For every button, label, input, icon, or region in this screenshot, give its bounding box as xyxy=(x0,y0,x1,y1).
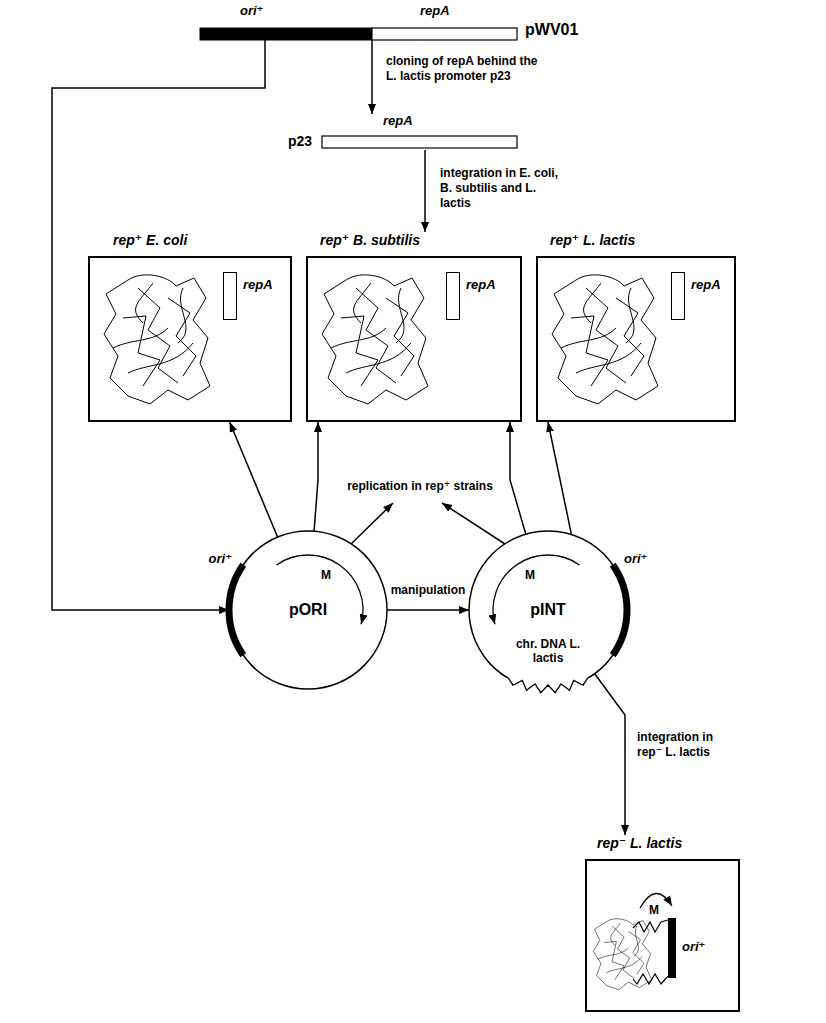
node-label: repA xyxy=(466,278,496,293)
gene-box: repA xyxy=(446,272,502,320)
plasmid-ring xyxy=(229,531,387,689)
connector-arrow xyxy=(52,40,265,610)
connector-arrow xyxy=(371,40,373,114)
marker-arrow xyxy=(276,555,363,624)
node-label: p23 xyxy=(288,133,312,149)
node-label: ori⁺ xyxy=(624,552,647,567)
gene-box: repA xyxy=(671,272,727,320)
node-label: M xyxy=(649,904,659,918)
ori-segment xyxy=(668,918,676,978)
node-label: repA xyxy=(243,278,273,293)
edge-label: cloning of repA behind the L. lactis pro… xyxy=(386,54,546,84)
chromosome-junction xyxy=(633,920,668,932)
connector-arrow xyxy=(387,609,469,611)
node-label: ori⁺ xyxy=(209,552,232,567)
ori-segment xyxy=(613,565,627,656)
ori-segment xyxy=(229,565,243,656)
node-label: rep⁺ E. coli xyxy=(113,232,187,248)
node-label: pWV01 xyxy=(525,21,578,39)
chromosomal-insert xyxy=(509,678,588,692)
ori-segment xyxy=(200,28,372,40)
box-outline xyxy=(585,859,740,1012)
repA-segment xyxy=(322,136,517,148)
node-label: M xyxy=(321,569,331,583)
pointer-arrow xyxy=(351,503,393,544)
connector-arrow xyxy=(230,422,278,537)
strain-box: rep⁺ B. subtilis repA xyxy=(306,232,522,422)
note-label: replication in rep⁺ strains xyxy=(347,479,493,494)
gene-box: repA xyxy=(223,272,279,320)
pointer-arrow xyxy=(442,503,505,544)
node-label: pINT xyxy=(530,601,566,619)
node-label: repA xyxy=(420,4,450,19)
strain-box: rep⁺ E. coli repA xyxy=(88,232,292,422)
marker-arrow xyxy=(493,555,580,624)
connector-arrow xyxy=(595,674,625,835)
node-label: ori⁺ xyxy=(682,940,705,955)
node-label: rep⁻ L. lactis xyxy=(597,835,682,851)
plasmid-circle: pINTMori⁺chr. DNA L. lactis xyxy=(468,530,628,690)
plasmid-circle: pORIMori⁺ xyxy=(228,530,388,690)
repA-segment xyxy=(372,28,517,40)
strain-box: rep⁻ L. lactisMori⁺ xyxy=(585,835,740,1012)
node-label: ori⁺ xyxy=(240,4,263,19)
connector-arrow xyxy=(314,422,318,531)
connector-arrow xyxy=(510,422,526,534)
connector-arrow xyxy=(548,422,571,535)
node-label: repA xyxy=(383,114,413,129)
strain-box: rep⁺ L. lactis repA xyxy=(536,232,736,422)
connector-arrow xyxy=(424,150,426,232)
plasmid-bar: ori⁺ repA pWV01 xyxy=(195,4,595,40)
gene-construct-bar: repA p23 xyxy=(288,114,523,150)
chromosome-junction xyxy=(633,974,668,984)
chromosome-squiggle xyxy=(104,275,210,404)
edge-label: integration in E. coli, B. subtilis and … xyxy=(440,166,568,211)
chromosome-squiggle xyxy=(552,275,658,404)
node-label: repA xyxy=(691,278,721,293)
edge-label: manipulation xyxy=(390,583,467,598)
node-label: rep⁺ L. lactis xyxy=(550,232,635,248)
gene-rect xyxy=(671,272,685,320)
gene-rect xyxy=(446,272,460,320)
edge-label: integration in rep⁻ L. lactis xyxy=(637,730,732,760)
chromosome-squiggle xyxy=(322,275,428,404)
node-label: M xyxy=(525,569,535,583)
plasmid-ring xyxy=(469,531,627,678)
node-label: chr. DNA L. lactis xyxy=(508,638,588,666)
node-label: pORI xyxy=(289,601,327,619)
node-label: rep⁺ B. subtilis xyxy=(320,232,420,248)
gene-rect xyxy=(223,272,237,320)
